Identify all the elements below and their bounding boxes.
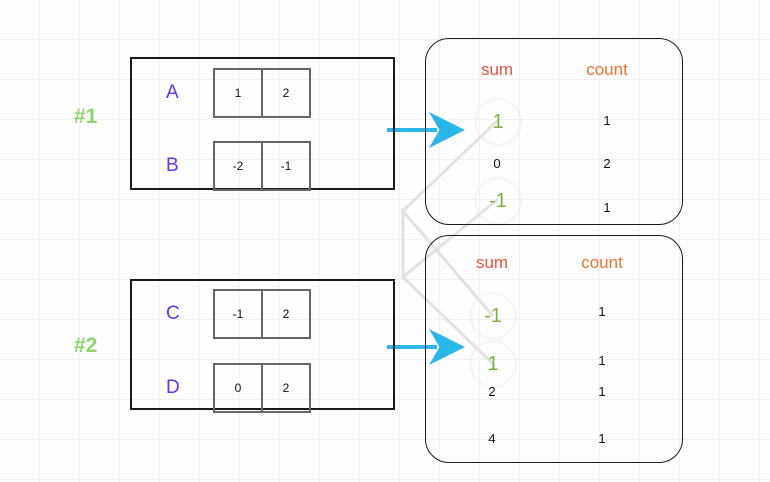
- row-cells-c: -1 2: [213, 289, 311, 339]
- cell-a-1: 2: [261, 68, 311, 118]
- aggregate-box-1: [425, 38, 683, 225]
- step-label-1: #1: [74, 105, 98, 128]
- table-2-row-3-count: 1: [598, 431, 606, 446]
- table-1-count-header: count: [586, 60, 628, 79]
- table-1-sum-header: sum: [480, 60, 514, 79]
- table-2-row-2-count: 1: [598, 384, 606, 399]
- row-letter-a: A: [166, 82, 179, 103]
- cell-b-1: -1: [261, 141, 311, 191]
- table-2-row-1-sum: 1: [470, 341, 516, 387]
- row-cells-d: 0 2: [213, 363, 311, 413]
- table-2-row-3-sum: 4: [488, 431, 496, 446]
- table-1-row-2-sum: -1: [475, 178, 521, 224]
- table-2-row-0-sum: -1: [470, 293, 516, 339]
- table-2-row-0-count: 1: [598, 304, 606, 319]
- table-1-row-1-sum: 0: [493, 156, 501, 171]
- table-2-row-1-count: 1: [598, 353, 606, 368]
- row-letter-c: C: [166, 303, 180, 324]
- table-2-count-header: count: [581, 253, 623, 272]
- table-2-row-2-sum: 2: [488, 384, 496, 399]
- cell-d-0: 0: [213, 363, 263, 413]
- table-2-sum-header: sum: [475, 253, 509, 272]
- row-letter-d: D: [166, 377, 180, 398]
- table-1-row-0-count: 1: [603, 113, 611, 128]
- cell-c-0: -1: [213, 289, 263, 339]
- cell-c-1: 2: [261, 289, 311, 339]
- cell-a-0: 1: [213, 68, 263, 118]
- row-cells-b: -2 -1: [213, 141, 311, 191]
- cell-d-1: 2: [261, 363, 311, 413]
- table-1-row-1-count: 2: [603, 156, 611, 171]
- table-1-row-0-sum: 1: [475, 99, 521, 145]
- aggregate-box-2: [425, 235, 683, 463]
- cell-b-0: -2: [213, 141, 263, 191]
- row-letter-b: B: [166, 155, 179, 176]
- table-1-row-2-count: 1: [603, 200, 611, 215]
- step-label-2: #2: [74, 334, 98, 357]
- row-cells-a: 1 2: [213, 68, 311, 118]
